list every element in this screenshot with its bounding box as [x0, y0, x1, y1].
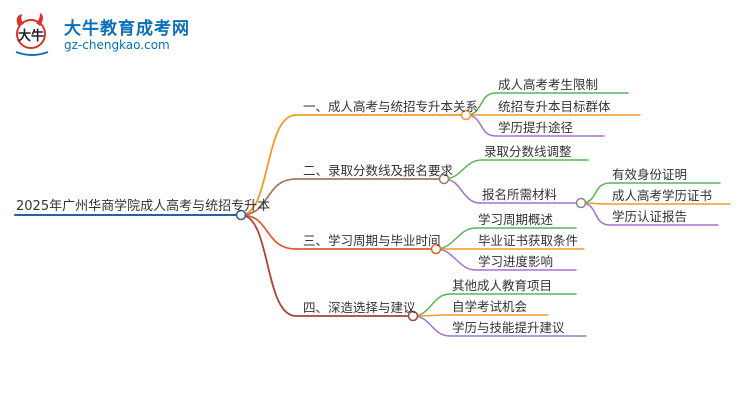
branch-2-connector [240, 178, 297, 216]
branch-3-child-3-connector [435, 248, 477, 271]
branch-2-subchild-3: 学历认证报告 [612, 209, 688, 224]
branch-2-child-1: 录取分数线调整 [484, 144, 572, 159]
branch-4-child-3-connector [412, 315, 451, 337]
branch-3-child-3: 学习进度影响 [478, 254, 554, 269]
branch-1-collapse-toggle[interactable] [460, 109, 472, 121]
branch-1-connector [240, 114, 297, 216]
branch-3-child-2: 毕业证书获取条件 [478, 233, 579, 248]
branch-4-child-1-connector [412, 293, 451, 317]
branch-1-child-2: 统招专升本目标群体 [498, 99, 611, 114]
site-name: 大牛教育成考网 [64, 19, 190, 39]
root-collapse-toggle[interactable] [235, 209, 247, 221]
branch-4-child-3: 学历与技能提升建议 [452, 320, 565, 335]
branch-2-subchild-2: 成人高考学历证书 [612, 188, 713, 203]
logo-mark-text: 大牛 [18, 28, 44, 44]
root-topic: 2025年广州华商学院成人高考与统招专升本 [16, 199, 271, 214]
branch-1-child-3: 学历提升途径 [498, 120, 574, 135]
branch-4-child-1: 其他成人教育项目 [452, 278, 553, 293]
branch-2-subchild-1: 有效身份证明 [612, 167, 688, 182]
branch-4-collapse-toggle[interactable] [407, 310, 419, 322]
branch-1-label: 一、成人高考与统招专升本关系 [303, 99, 479, 114]
site-url: gz-chengkao.com [64, 38, 170, 52]
branch-3-child-1-connector [435, 227, 477, 250]
branch-4-label: 四、深造选择与建议 [303, 300, 416, 315]
branch-3-label: 三、学习周期与毕业时间 [303, 233, 441, 248]
branch-4-child-2: 自学考试机会 [452, 299, 528, 314]
branch-3-collapse-toggle[interactable] [430, 243, 442, 255]
branch-1-child-3-connector [465, 114, 497, 137]
branch-2-child-2-connector [443, 178, 481, 204]
branch-3-connector [240, 214, 297, 250]
branch-2-child-2-collapse-toggle[interactable] [575, 197, 587, 209]
branch-3-child-1: 学习周期概述 [478, 212, 554, 227]
branch-4-connector [240, 214, 297, 317]
branch-2-subchild-1-connector [580, 182, 611, 204]
brand-logo[interactable]: 大牛 大牛教育成考网 gz-chengkao.com [10, 12, 189, 58]
branch-2-child-2: 报名所需材料 [482, 187, 558, 202]
branch-1-child-1: 成人高考考生限制 [498, 77, 599, 92]
branch-2-subchild-3-connector [580, 202, 611, 226]
bull-logo-icon: 大牛 [15, 13, 49, 56]
branch-2-label: 二、录取分数线及报名要求 [303, 163, 454, 178]
branch-2-collapse-toggle[interactable] [438, 173, 450, 185]
